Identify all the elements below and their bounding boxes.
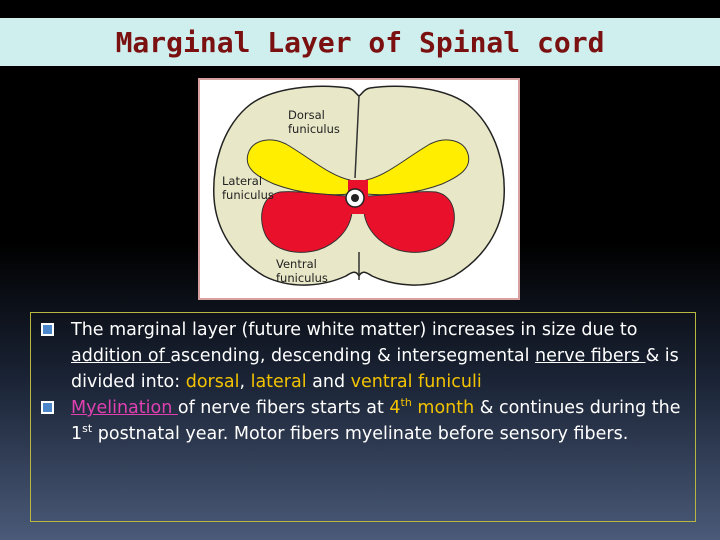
- title-bar: Marginal Layer of Spinal cord: [0, 18, 720, 66]
- dorsal-funiculus-label: Dorsal funiculus: [288, 108, 340, 136]
- dorsal-septum: [354, 95, 360, 179]
- bullet-item: The marginal layer (future white matter)…: [39, 317, 681, 395]
- ventral-horn-left: [261, 191, 353, 253]
- content-text-box: The marginal layer (future white matter)…: [30, 312, 696, 522]
- slide-title: Marginal Layer of Spinal cord: [115, 25, 605, 59]
- ventral-horn-right: [363, 191, 455, 253]
- checkbox-bullet-icon: [41, 323, 54, 336]
- bullet-item: Myelination of nerve fibers starts at 4t…: [39, 395, 681, 447]
- lateral-funiculus-label: Lateral funiculus: [222, 174, 274, 202]
- ventral-funiculus-label: Ventral funiculus: [276, 257, 328, 285]
- spinal-cord-diagram: [213, 85, 505, 286]
- spinal-cord-figure: Dorsal funiculus Lateral funiculus Ventr…: [198, 78, 520, 300]
- checkbox-bullet-icon: [41, 401, 54, 414]
